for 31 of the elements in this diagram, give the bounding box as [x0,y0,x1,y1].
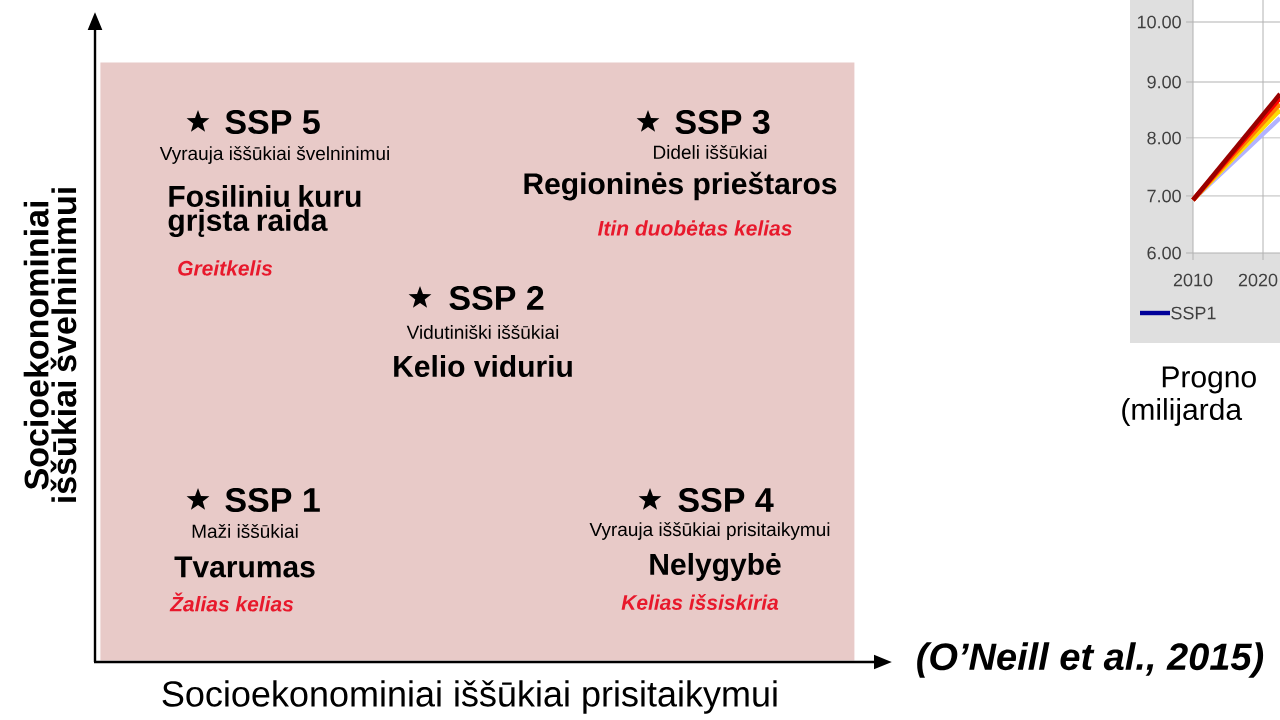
tick-label: 7.00 [1147,189,1181,203]
pathway-label: Kelias išsiskiria [621,594,779,610]
scenario-heading: SSP 1 [225,487,320,513]
scenario-name: Kelio viduriu [394,355,572,377]
tick-label: 6.00 [1147,246,1181,260]
scenario-heading: SSP 2 [449,285,544,311]
scenario-name: Nelygybė [650,552,781,582]
pathway-label: Greitkelis [178,260,273,276]
pathway-label: Itin duobėtas kelias [597,220,792,236]
tick-label: 2020 [1238,273,1278,287]
scenario-heading: SSP 4 [678,487,774,513]
scenario-heading: SSP 5 [225,109,320,135]
pathway-label: Žalias kelias [169,592,294,612]
citation: (O’Neill et al., 2015) [917,642,1264,678]
scenario-subtitle: Dideli iššūkiai [654,145,767,159]
tick-label: 2010 [1173,273,1213,287]
caption-text: Progno [1162,366,1256,394]
scenario-name: Tvarumas [174,556,315,578]
scenario-subtitle: Vyrauja iššūkiai švelninimui [159,146,389,164]
tick-label: 10.00 [1137,15,1181,29]
tick-label: 9.00 [1147,75,1181,89]
scenario-subtitle: Vidutiniški iššūkiai [406,325,559,339]
scenario-name: Fosiliniu kuru grįsta raida [168,184,361,238]
scenario-heading: SSP 3 [675,109,770,135]
scenario-subtitle: Maži iššūkiai [192,524,298,538]
scenario-subtitle: Vyrauja iššūkiai prisitaikymui [589,522,830,540]
caption-text: (milijarda [1122,398,1243,426]
legend-label: SSP1 [1171,306,1216,320]
scenario-name: Regioninės prieštaros [524,171,837,201]
tick-label: 8.00 [1147,131,1181,145]
background-panel [100,62,855,661]
